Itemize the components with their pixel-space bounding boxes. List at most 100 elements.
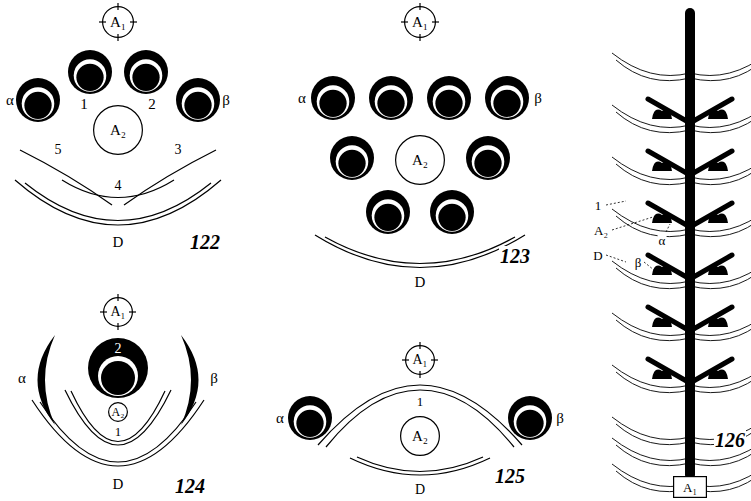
disc-outer xyxy=(427,76,471,120)
part-label: 2 xyxy=(147,97,157,112)
disc-outer xyxy=(16,78,60,122)
flower-disc xyxy=(366,190,410,234)
disc-inner xyxy=(184,92,211,119)
disc-inner xyxy=(296,410,323,437)
circle-outline xyxy=(109,403,128,422)
cross-tick xyxy=(432,21,439,22)
flower-blob xyxy=(652,266,672,275)
flower-disc xyxy=(369,76,413,120)
flower-blob xyxy=(708,214,728,223)
disc-outer xyxy=(124,50,168,94)
axis-circle: A₂ xyxy=(108,402,128,422)
bract xyxy=(612,53,690,81)
axis-circle: A₁ xyxy=(404,6,436,38)
branch xyxy=(648,359,690,383)
crescent xyxy=(181,335,199,425)
axis-label: A₁ xyxy=(413,353,428,367)
disc-inner xyxy=(319,90,346,117)
leader-line xyxy=(612,216,656,230)
flower-discs xyxy=(16,50,552,440)
part-label: D xyxy=(112,477,125,492)
disc-ring xyxy=(22,87,55,120)
axis-label: A₁ xyxy=(110,15,126,30)
disc-outer xyxy=(369,76,413,120)
bract xyxy=(690,53,751,81)
disc-ring xyxy=(436,199,469,232)
cross-tick xyxy=(419,342,420,349)
figure-number: 124 xyxy=(174,476,206,496)
part-label: 1 xyxy=(114,425,123,438)
part-label: α xyxy=(658,234,667,247)
circle-outline xyxy=(103,7,134,38)
circle-outline xyxy=(94,106,143,155)
cross-tick xyxy=(130,21,137,22)
bract-arc xyxy=(65,390,171,445)
cross-tick xyxy=(419,371,420,378)
box-outline xyxy=(674,477,707,498)
fig124-parts xyxy=(38,335,199,425)
disc-outer xyxy=(430,190,474,234)
disc-outer xyxy=(485,76,529,120)
axis-box: A₁ xyxy=(673,476,707,498)
inflorescence xyxy=(606,8,751,492)
disc-inner xyxy=(377,90,404,117)
flower-disc xyxy=(176,78,220,122)
flower-disc xyxy=(16,78,60,122)
figure-number: 125 xyxy=(494,466,526,486)
axis-label: A₂ xyxy=(412,153,428,168)
disc-ring xyxy=(375,85,408,118)
axis-circle: A₂ xyxy=(395,135,445,185)
cross-tick xyxy=(99,21,106,22)
branch xyxy=(648,99,690,123)
part-label: α xyxy=(17,371,27,386)
axis-circle: A₁ xyxy=(103,297,133,327)
part-label: D xyxy=(414,275,427,290)
cross-tick xyxy=(117,3,118,10)
branch xyxy=(690,359,732,383)
part-label: β xyxy=(555,411,565,426)
flower-disc xyxy=(124,50,168,94)
bract-arc xyxy=(62,180,174,198)
disc-inner xyxy=(374,204,401,231)
circle-outline xyxy=(406,346,435,375)
part-label: 1 xyxy=(416,395,425,408)
flower-disc xyxy=(430,190,474,234)
flower-disc xyxy=(485,76,529,120)
axis-label: A₁ xyxy=(683,481,697,494)
disc-outer xyxy=(366,190,410,234)
figure-number: 122 xyxy=(189,232,221,252)
axis-stem xyxy=(685,8,695,480)
flower-blob xyxy=(652,318,672,327)
flower-disc xyxy=(288,396,332,440)
part-label: 1 xyxy=(594,199,603,212)
disc-inner xyxy=(438,204,465,231)
bract-arc xyxy=(318,385,522,445)
part-label: β xyxy=(533,91,543,106)
bract xyxy=(612,417,690,445)
axis-circle: A₂ xyxy=(400,416,440,456)
disc-ring xyxy=(74,59,107,92)
disc-outer xyxy=(508,396,552,440)
part-label: 4 xyxy=(114,179,123,193)
disc-ring xyxy=(433,85,466,118)
axis-label: A₁ xyxy=(111,305,126,319)
cross-tick xyxy=(117,323,118,330)
leader-line xyxy=(666,224,670,232)
part-label: α xyxy=(5,93,15,108)
part-label: β xyxy=(209,371,219,386)
branch xyxy=(648,307,690,331)
disc-inner xyxy=(516,410,543,437)
flower-blob xyxy=(708,266,728,275)
flower-blob xyxy=(652,214,672,223)
axis-label: A₂ xyxy=(110,123,126,138)
cross-tick xyxy=(100,311,107,312)
flower-blob xyxy=(652,162,672,171)
circle-outline xyxy=(396,136,445,185)
disc-ring xyxy=(336,145,369,178)
disc-ring xyxy=(98,356,138,396)
flower-disc xyxy=(68,50,112,94)
part-label: β xyxy=(221,93,231,108)
branch xyxy=(648,255,690,279)
